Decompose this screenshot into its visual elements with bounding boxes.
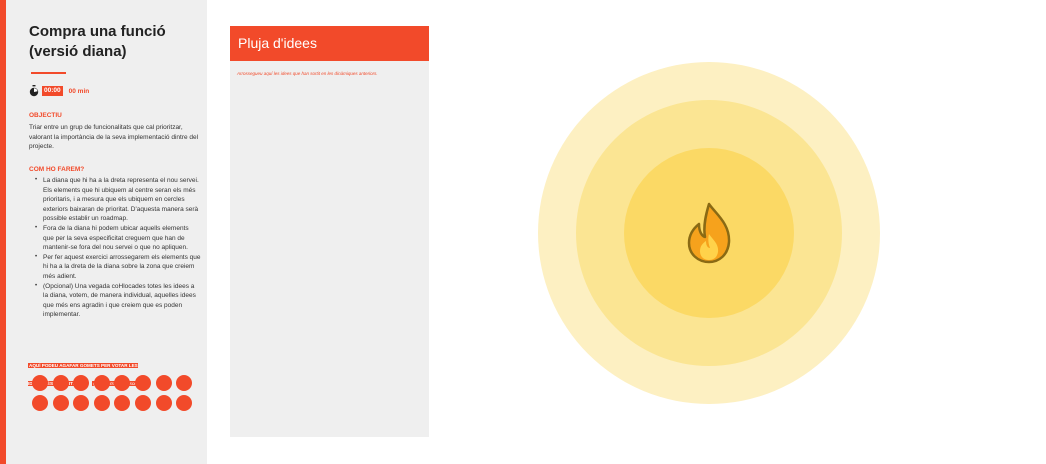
sidebar: Compra una funció (versió diana) 00:00 0… (6, 0, 207, 464)
vote-sticker[interactable] (134, 395, 151, 411)
objective-heading: OBJECTIU (29, 112, 62, 119)
vote-stickers (32, 375, 196, 411)
title-divider (31, 72, 66, 74)
vote-sticker[interactable] (93, 395, 110, 411)
step-item: Fora de la diana hi podem ubicar aquells… (29, 224, 201, 253)
timer: 00:00 00 min (29, 85, 89, 97)
vote-sticker[interactable] (134, 375, 151, 391)
how-heading: COM HO FAREM? (29, 166, 85, 173)
steps-list: La diana que hi ha a la dreta representa… (29, 176, 201, 320)
brainstorm-panel[interactable]: Pluja d'idees Arrossegueu aquí les idees… (230, 26, 429, 437)
vote-sticker[interactable] (32, 395, 48, 411)
vote-sticker[interactable] (52, 375, 69, 391)
page-title: Compra una funció (versió diana) (29, 23, 166, 60)
vote-sticker[interactable] (114, 375, 131, 391)
vote-sticker[interactable] (155, 395, 172, 411)
brainstorm-title: Pluja d'idees (230, 26, 429, 61)
step-item: La diana que hi ha a la dreta representa… (29, 176, 201, 224)
stopwatch-icon (29, 85, 39, 97)
timer-duration: 00 min (68, 87, 90, 95)
vote-sticker[interactable] (155, 375, 172, 391)
step-item: (Opcional) Una vegada coHlocades totes l… (29, 282, 201, 320)
fire-icon (687, 202, 731, 264)
vote-sticker[interactable] (176, 395, 193, 411)
timer-value: 00:00 (42, 86, 63, 96)
objective-text: Triar entre un grup de funcionalitats qu… (29, 124, 199, 150)
vote-sticker[interactable] (73, 395, 90, 411)
vote-sticker[interactable] (93, 375, 110, 391)
priority-target[interactable] (538, 62, 880, 404)
vote-sticker[interactable] (32, 375, 48, 391)
vote-sticker[interactable] (114, 395, 131, 411)
vote-sticker[interactable] (52, 395, 69, 411)
step-item: Per fer aquest exercici arrossegarem els… (29, 253, 201, 282)
brainstorm-hint: Arrossegueu aquí les idees que han sorti… (237, 71, 378, 76)
vote-sticker[interactable] (176, 375, 193, 391)
vote-sticker[interactable] (73, 375, 90, 391)
accent-bar (0, 0, 6, 464)
